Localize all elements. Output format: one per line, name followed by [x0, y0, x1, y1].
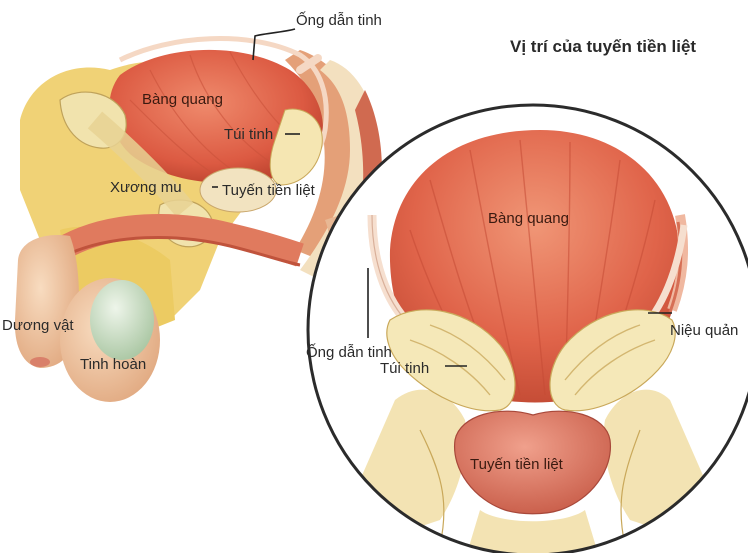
- label-tui-tinh-side: Túi tinh: [224, 126, 273, 143]
- label-ong-dan-tinh-side: Ống dẫn tinh: [296, 11, 382, 29]
- label-tuyen-tien-liet-side: Tuyến tiền liệt: [222, 182, 316, 199]
- label-bang-quang-detail: Bàng quang: [488, 210, 569, 227]
- label-tui-tinh-detail: Túi tinh: [380, 360, 429, 377]
- label-nieu-quan: Niệu quản: [670, 322, 738, 339]
- diagram-title: Vị trí của tuyến tiền liệt: [510, 37, 696, 56]
- label-duong-vat: Dương vật: [2, 317, 74, 334]
- side-testis: [90, 280, 154, 360]
- label-ong-dan-tinh-detail: Ống dẫn tinh: [306, 343, 392, 361]
- label-tinh-hoan: Tinh hoàn: [80, 356, 146, 373]
- label-xuong-mu: Xương mu: [110, 179, 182, 196]
- label-bang-quang-side: Bàng quang: [142, 91, 223, 108]
- label-tuyen-tien-liet-detail: Tuyến tiền liệt: [470, 456, 564, 473]
